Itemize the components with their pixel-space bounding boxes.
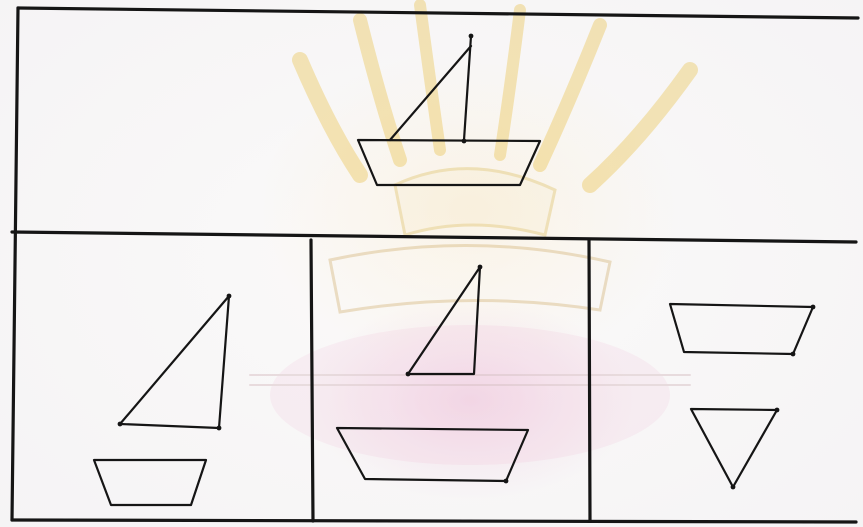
bottom-divider-right <box>589 240 590 521</box>
panel-bottom-middle <box>337 267 528 481</box>
frame-middle-divider <box>12 232 856 242</box>
right-inverted-trapezoid <box>670 304 813 354</box>
vertex-dot <box>811 305 816 310</box>
panel-top-sailboat <box>358 36 540 185</box>
vertex-dot <box>217 426 222 431</box>
panel-bottom-right <box>670 304 813 487</box>
vertex-dot <box>478 265 483 270</box>
panel-bottom-left <box>94 296 229 505</box>
vertex-dot <box>118 422 123 427</box>
vertex-dot <box>731 485 736 490</box>
vertex-dot <box>791 352 796 357</box>
right-inverted-triangle <box>691 409 777 487</box>
frame-bottom-border <box>12 520 856 522</box>
panel-grid <box>12 8 858 522</box>
vertex-dot <box>469 34 474 39</box>
left-triangle <box>120 296 229 428</box>
sailboat-hull <box>358 140 540 185</box>
vertex-dot <box>406 372 411 377</box>
frame-top-border <box>18 8 858 18</box>
vertex-dot <box>227 294 232 299</box>
vertex-dot <box>462 139 467 144</box>
left-trapezoid <box>94 460 206 505</box>
vertex-dot <box>504 479 509 484</box>
sailboat-sail-edge <box>390 46 471 140</box>
vertex-dot <box>775 408 780 413</box>
bottom-divider-left <box>311 240 313 521</box>
middle-triangle <box>408 267 480 374</box>
middle-trapezoid <box>337 428 528 481</box>
frame-left-border <box>12 8 18 520</box>
